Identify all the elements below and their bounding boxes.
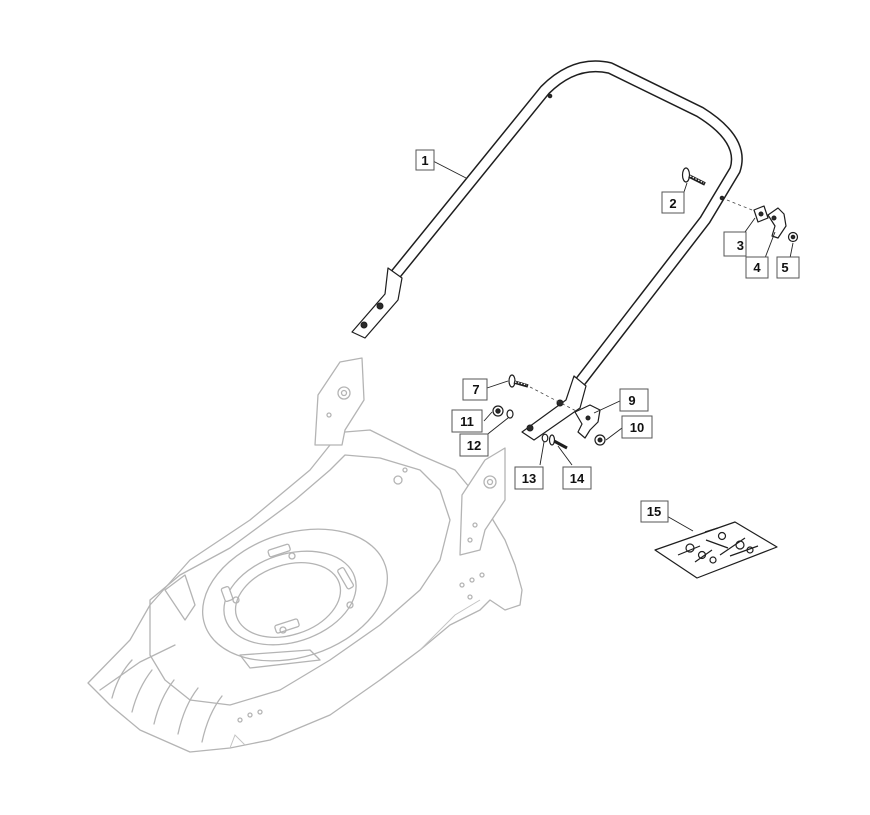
callout-label-3: 3 — [737, 238, 744, 253]
callout-label-2: 2 — [669, 196, 676, 211]
callout-3: 3 — [723, 231, 747, 257]
callout-7: 7 — [462, 378, 488, 401]
bolt-part-14 — [548, 434, 568, 450]
callout-10: 10 — [621, 415, 653, 439]
callout-5: 5 — [776, 256, 800, 279]
callout-12: 12 — [459, 433, 489, 457]
bolt-part-7 — [508, 374, 529, 388]
callout-13: 13 — [514, 466, 544, 490]
callout-label-7: 7 — [472, 382, 479, 397]
nut-part-10 — [594, 434, 606, 446]
callout-1: 1 — [415, 149, 435, 171]
nut-part-11 — [492, 405, 504, 417]
cam-plate-part-3 — [753, 205, 769, 223]
callout-label-1: 1 — [421, 153, 428, 168]
callout-label-9: 9 — [628, 393, 635, 408]
mower-deck — [87, 357, 523, 753]
carriage-bolt-part-2 — [681, 167, 706, 186]
hardware-kit-bag-part-15 — [654, 521, 778, 579]
callout-4: 4 — [745, 256, 769, 279]
callout-11: 11 — [451, 409, 483, 433]
quick-release-lever-part-4 — [767, 207, 787, 239]
washer-part-12 — [506, 409, 514, 419]
upper-handle — [351, 60, 743, 441]
callout-label-13: 13 — [522, 471, 536, 486]
callout-label-15: 15 — [647, 504, 661, 519]
leader-lines — [432, 160, 794, 532]
callout-14: 14 — [562, 466, 592, 490]
callout-2: 2 — [661, 191, 685, 214]
washer-part-13 — [541, 433, 549, 443]
callout-label-12: 12 — [467, 438, 481, 453]
callout-15: 15 — [640, 500, 669, 523]
callout-label-4: 4 — [753, 260, 761, 275]
callout-label-5: 5 — [781, 260, 788, 275]
callout-label-11: 11 — [460, 414, 474, 429]
nut-part-5 — [787, 231, 799, 243]
callout-9: 9 — [619, 388, 649, 412]
callout-label-14: 14 — [570, 471, 585, 486]
star-knob-part-9 — [574, 404, 601, 439]
callout-label-10: 10 — [630, 420, 644, 435]
